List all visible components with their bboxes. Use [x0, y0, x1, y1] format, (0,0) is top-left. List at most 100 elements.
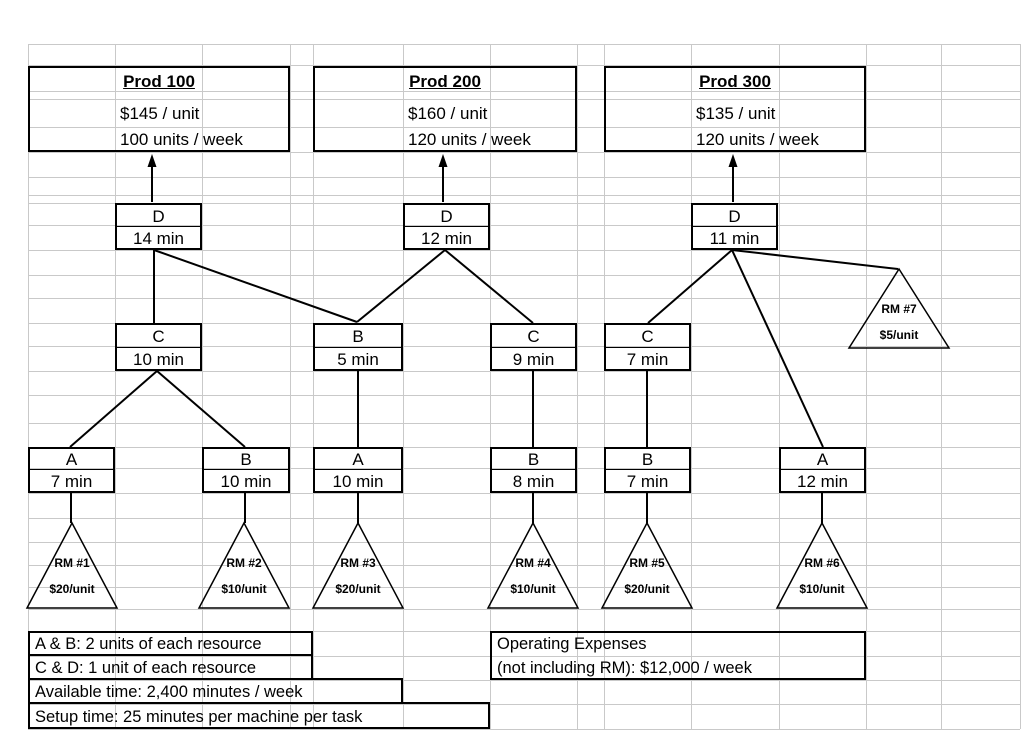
station-time: 11 min [709, 229, 760, 248]
gridline-vertical [691, 44, 692, 729]
rm5-cost: $20/unit [624, 582, 670, 596]
station-time: 7 min [50, 472, 93, 491]
gridline-vertical [1020, 44, 1021, 729]
gridline-horizontal [28, 44, 1020, 45]
gridline-horizontal [28, 346, 1020, 347]
operating-expenses-amount: (not including RM): $12,000 / week [497, 659, 752, 677]
link-d14-b5 [153, 249, 358, 323]
station-label: C [606, 325, 689, 348]
station-box-p300-b: B 7 min [604, 447, 691, 493]
station-box-p200-c: C 9 min [490, 323, 577, 371]
station-time: 12 min [796, 472, 849, 491]
gridline-horizontal [28, 423, 1020, 424]
product-100-price: $145 / unit [120, 104, 200, 123]
note-setup-time: Setup time: 25 minutes per machine per t… [28, 702, 490, 729]
gridline-horizontal [28, 704, 1020, 705]
gridline-horizontal [28, 493, 1020, 494]
station-time: 7 min [626, 350, 669, 369]
rm2-cost: $10/unit [221, 582, 267, 596]
gridline-horizontal [28, 542, 1020, 543]
station-time: 14 min [132, 229, 185, 248]
rm7-cost: $5/unit [879, 328, 919, 342]
gridline-horizontal [28, 587, 1020, 588]
arrowhead-prod200 [438, 154, 448, 167]
station-box-p100-a: A 7 min [28, 447, 115, 493]
gridline-horizontal [28, 371, 1020, 372]
gridline-vertical [313, 44, 314, 729]
product-300-price: $135 / unit [696, 104, 776, 123]
gridline-vertical [115, 44, 116, 729]
station-time: 10 min [132, 350, 185, 369]
product-300-demand: 120 units / week [696, 130, 819, 149]
product-200-demand: 120 units / week [408, 130, 531, 149]
gridline-vertical [866, 44, 867, 729]
product-title: Prod 200 [409, 72, 481, 91]
note-resources-ab: A & B: 2 units of each resource [28, 631, 313, 656]
product-box-200: Prod 200 [313, 66, 577, 152]
gridline-horizontal [28, 225, 1020, 226]
station-box-p200-b-lower: B 8 min [490, 447, 577, 493]
rm5-name: RM #5 [629, 556, 665, 570]
station-box-p300-a: A 12 min [779, 447, 866, 493]
product-title: Prod 300 [699, 72, 771, 91]
rm1-triangle [25, 521, 119, 609]
gridline-horizontal [28, 729, 1020, 730]
station-box-p200-d: D 12 min [403, 203, 490, 250]
product-200-price: $160 / unit [408, 104, 488, 123]
link-c10-a7 [69, 370, 158, 448]
rm7-triangle [847, 267, 951, 349]
link-d11-a12 [731, 249, 824, 448]
station-time: 5 min [337, 350, 379, 369]
station-label: D [405, 205, 488, 227]
station-time: 7 min [626, 472, 669, 491]
gridline-vertical [577, 44, 578, 729]
gridline-horizontal [28, 298, 1020, 299]
operating-expenses-box: Operating Expenses (not including RM): $… [490, 631, 866, 680]
station-box-p100-c: C 10 min [115, 323, 202, 371]
gridline-horizontal [28, 680, 1020, 681]
product-box-100: Prod 100 [28, 66, 290, 152]
gridline-horizontal [28, 99, 1020, 100]
arrowhead-prod100 [147, 154, 157, 167]
station-label: B [204, 449, 288, 470]
gridline-horizontal [28, 468, 1020, 469]
gridline-horizontal [28, 91, 1020, 92]
station-label: A [781, 449, 864, 470]
link-d11-c7 [647, 249, 733, 324]
product-title: Prod 100 [123, 72, 195, 91]
gridline-horizontal [28, 609, 1020, 610]
gridline-horizontal [28, 518, 1020, 519]
station-box-p300-d: D 11 min [691, 203, 778, 250]
rm3-name: RM #3 [340, 556, 376, 570]
arrowhead-prod300 [728, 154, 738, 167]
station-label: B [315, 325, 401, 348]
gridline-horizontal [28, 275, 1020, 276]
rm4-triangle [486, 521, 580, 609]
product-100-demand: 100 units / week [120, 130, 243, 149]
gridline-vertical [490, 44, 491, 729]
gridline-horizontal [28, 152, 1020, 153]
rm1-cost: $20/unit [49, 582, 95, 596]
gridline-horizontal [28, 203, 1020, 204]
gridline-horizontal [28, 195, 1020, 196]
station-label: B [606, 449, 689, 470]
station-label: B [492, 449, 575, 470]
station-time: 10 min [220, 472, 272, 491]
gridline-horizontal [28, 656, 1020, 657]
note-available-time: Available time: 2,400 minutes / week [28, 678, 403, 704]
station-label: A [315, 449, 401, 470]
operating-expenses-title: Operating Expenses [497, 635, 647, 653]
station-box-p200-a: A 10 min [313, 447, 403, 493]
station-box-p200-b-upper: B 5 min [313, 323, 403, 371]
gridline-horizontal [28, 177, 1020, 178]
station-label: C [492, 325, 575, 348]
gridline-vertical [28, 44, 29, 729]
station-label: A [30, 449, 113, 470]
rm7-name: RM #7 [881, 302, 917, 316]
station-label: C [117, 325, 200, 348]
link-d12-c9 [444, 249, 534, 324]
rm2-triangle [197, 521, 291, 609]
rm3-triangle [311, 521, 405, 609]
rm6-cost: $10/unit [799, 582, 845, 596]
